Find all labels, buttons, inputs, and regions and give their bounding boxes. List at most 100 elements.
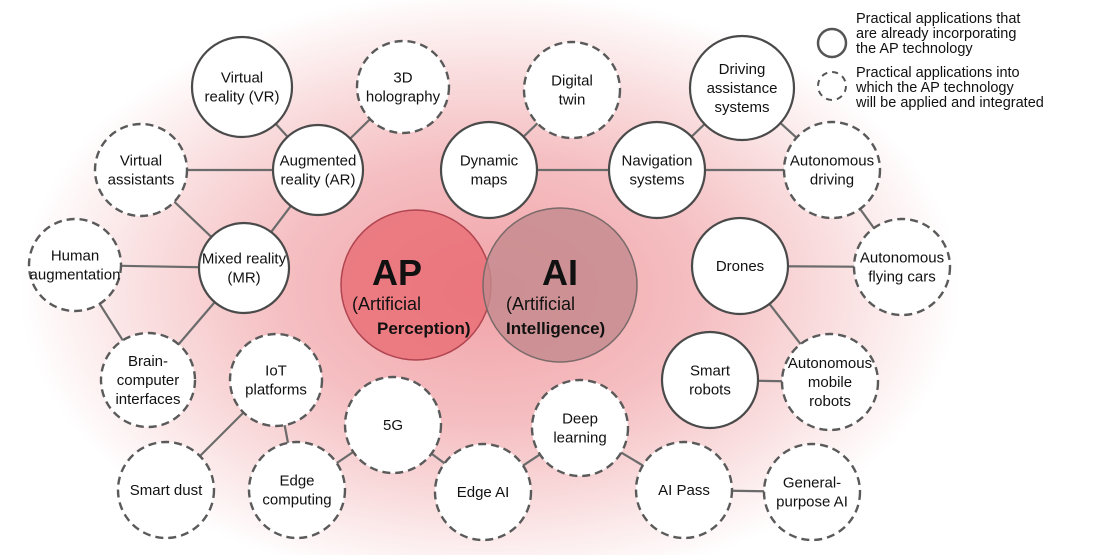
dashed-circle: [355, 39, 451, 135]
node-label: augmentation: [30, 267, 121, 284]
node-label: Digital: [551, 73, 593, 90]
node-aip: AI Pass: [634, 440, 734, 540]
node-label: systems: [629, 172, 684, 189]
node-label: interfaces: [115, 391, 180, 408]
dashed-circle: [852, 217, 952, 317]
solid-circle: [660, 330, 760, 430]
node-sr: Smart robots: [660, 330, 760, 430]
solid-circle: [688, 34, 796, 142]
node-label: learning: [553, 430, 606, 447]
center-venn: AP (Artificial Perception) AI (Artificia…: [340, 207, 638, 363]
node-vr: Virtual reality (VR): [190, 35, 294, 139]
node-label: Autonomous: [788, 355, 872, 372]
solid-circle: [271, 123, 365, 217]
node-label: 3D: [393, 70, 412, 87]
ai-subtitle-1: (Artificial: [506, 294, 575, 314]
legend-solid-line-2: are already incorporating: [856, 26, 1016, 42]
ap-title: AP: [372, 252, 422, 293]
node-ar: Augmented reality (AR): [271, 123, 365, 217]
node-label: Virtual: [120, 153, 162, 170]
dashed-circle: [27, 217, 123, 313]
node-label: Edge: [279, 473, 314, 490]
node-label: maps: [471, 172, 508, 189]
dashed-circle: [634, 440, 734, 540]
node-iot: IoT platforms: [228, 332, 324, 428]
node-nav: Navigation systems: [607, 120, 707, 220]
node-label: Navigation: [622, 153, 693, 170]
node-mr: Mixed reality(MR): [197, 221, 291, 315]
solid-circle: [690, 216, 790, 316]
node-label: assistance: [707, 80, 778, 97]
ai-circle: [482, 207, 638, 363]
node-label: reality (VR): [204, 89, 279, 106]
node-label: AI Pass: [658, 482, 710, 499]
node-dt: Digital twin: [522, 40, 622, 140]
node-label: Dynamic: [460, 153, 519, 170]
node-label: Autonomous: [860, 250, 944, 267]
legend-dashed-icon: [817, 71, 847, 101]
node-label: twin: [559, 92, 586, 109]
dashed-circle: [116, 440, 216, 540]
node-afc: Autonomous flying cars: [852, 217, 952, 317]
node-label: platforms: [245, 382, 307, 399]
node-label: assistants: [108, 172, 175, 189]
ai-title: AI: [542, 252, 578, 293]
node-label: Smart dust: [130, 482, 203, 499]
dashed-circle: [780, 332, 880, 432]
node-label: Smart: [690, 363, 731, 380]
node-5g: 5G: [343, 375, 443, 475]
dashed-circle: [522, 40, 622, 140]
node-label: reality (AR): [280, 172, 355, 189]
node-label: IoT: [265, 363, 287, 380]
node-label: Autonomous: [790, 153, 874, 170]
legend: Practical applications that are already …: [816, 11, 1044, 111]
dashed-circle: [99, 331, 197, 429]
node-label: Brain-: [128, 353, 168, 370]
node-label: mobile: [808, 374, 852, 391]
node-sd: Smart dust: [116, 440, 216, 540]
solid-circle: [439, 120, 539, 220]
node-label: holography: [366, 89, 441, 106]
node-label: Drones: [716, 258, 764, 275]
node-label: 5G: [383, 417, 403, 434]
node-das: Driving assistance systems: [688, 34, 796, 142]
legend-dashed-line-3: will be applied and integrated: [855, 95, 1044, 111]
node-label: Augmented: [280, 153, 357, 170]
node-label: robots: [689, 382, 731, 399]
node-label: flying cars: [868, 269, 936, 286]
node-label: Mixed reality: [202, 251, 287, 268]
node-drones: Drones: [690, 216, 790, 316]
solid-circle: [190, 35, 294, 139]
node-label: driving: [810, 172, 854, 189]
dashed-circle: [228, 332, 324, 428]
node-label: systems: [714, 99, 769, 116]
dashed-circle: [530, 378, 630, 478]
solid-circle: [607, 120, 707, 220]
node-label: Virtual: [221, 70, 263, 87]
ai-subtitle-2: Intelligence): [506, 319, 605, 338]
dashed-circle: [433, 442, 533, 542]
ap-subtitle-1: (Artificial: [352, 294, 421, 314]
node-label: Human: [51, 248, 99, 265]
node-holo: 3D holography: [355, 39, 451, 135]
dashed-circle: [93, 122, 189, 218]
dashed-circle: [343, 375, 443, 475]
ap-subtitle-2: Perception): [377, 319, 471, 338]
solid-circle: [197, 221, 291, 315]
node-eai: Edge AI: [433, 442, 533, 542]
legend-dashed-line-1: Practical applications into: [856, 65, 1020, 81]
node-amr: Autonomous mobile robots: [780, 332, 880, 432]
node-label: robots: [809, 393, 851, 410]
node-label: Edge AI: [457, 484, 510, 501]
node-label: Deep: [562, 411, 598, 428]
node-label: Driving: [719, 61, 766, 78]
legend-solid-icon: [816, 27, 848, 59]
node-dm: Dynamic maps: [439, 120, 539, 220]
node-ad: Autonomous driving: [782, 120, 882, 220]
node-va: Virtual assistants: [93, 122, 189, 218]
node-gpai: General-purpose AI: [762, 442, 862, 542]
